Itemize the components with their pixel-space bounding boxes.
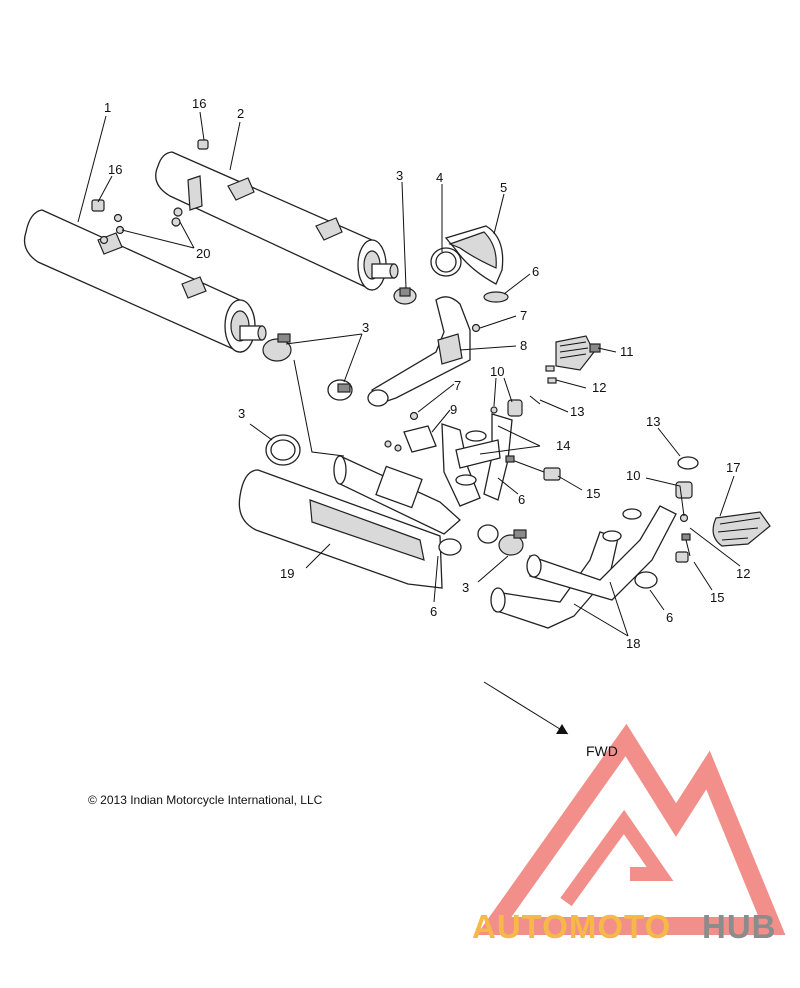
hardware-fasteners — [91, 139, 209, 245]
callout-13: 13 — [646, 414, 660, 429]
leader-lines — [77, 111, 741, 735]
callout-16: 16 — [108, 162, 122, 177]
callout-6: 6 — [666, 610, 673, 625]
head-pipe-upper — [367, 296, 481, 407]
automotohub-logo: AUTOMOTO HUB — [472, 723, 786, 945]
head-pipe-pair-lower — [490, 481, 693, 629]
bracket-lower — [384, 411, 437, 453]
callout-16: 16 — [192, 96, 206, 111]
logo-word-hub: HUB — [702, 908, 777, 945]
callout-13: 13 — [570, 404, 584, 419]
callout-10: 10 — [490, 364, 504, 379]
callout-11: 11 — [620, 344, 634, 359]
callout-3: 3 — [362, 320, 369, 335]
callout-9: 9 — [450, 402, 457, 417]
callout-15: 15 — [586, 486, 600, 501]
muffler-lower — [23, 209, 267, 354]
callout-6: 6 — [430, 604, 437, 619]
callout-3: 3 — [396, 168, 403, 183]
callout-3: 3 — [238, 406, 245, 421]
head-pipe-pair-upper — [441, 399, 523, 507]
logo-inner-triangle — [560, 809, 674, 907]
logo-triangle — [476, 723, 786, 935]
callout-7: 7 — [454, 378, 461, 393]
callout-12: 12 — [592, 380, 606, 395]
callout-4: 4 — [436, 170, 443, 185]
crossover-collector — [238, 454, 499, 589]
callout-1: 1 — [104, 100, 111, 115]
callout-8: 8 — [520, 338, 527, 353]
logo-word-automoto: AUTOMOTO — [472, 908, 671, 945]
callout-2: 2 — [237, 106, 244, 121]
clamps — [262, 287, 699, 556]
callout-6: 6 — [518, 492, 525, 507]
oxygen-sensors — [505, 455, 691, 563]
callout-numbers: 1 2 16 16 20 3 4 5 6 3 7 8 11 10 7 12 13… — [104, 96, 750, 651]
muffler-upper — [155, 151, 399, 292]
copyright-text: © 2013 Indian Motorcycle International, … — [88, 793, 323, 807]
callout-14: 14 — [556, 438, 570, 453]
callout-7: 7 — [520, 308, 527, 323]
callout-10: 10 — [626, 468, 640, 483]
callout-19: 19 — [280, 566, 294, 581]
heat-shield-lower — [712, 511, 771, 547]
callout-18: 18 — [626, 636, 640, 651]
direction-label: FWD — [586, 743, 618, 759]
callout-6: 6 — [532, 264, 539, 279]
sensor-shield-upper — [529, 335, 601, 405]
callout-5: 5 — [500, 180, 507, 195]
heat-shield-upper — [430, 225, 509, 303]
callout-17: 17 — [726, 460, 740, 475]
callout-20: 20 — [196, 246, 210, 261]
callout-15: 15 — [710, 590, 724, 605]
callout-3: 3 — [462, 580, 469, 595]
callout-12: 12 — [736, 566, 750, 581]
